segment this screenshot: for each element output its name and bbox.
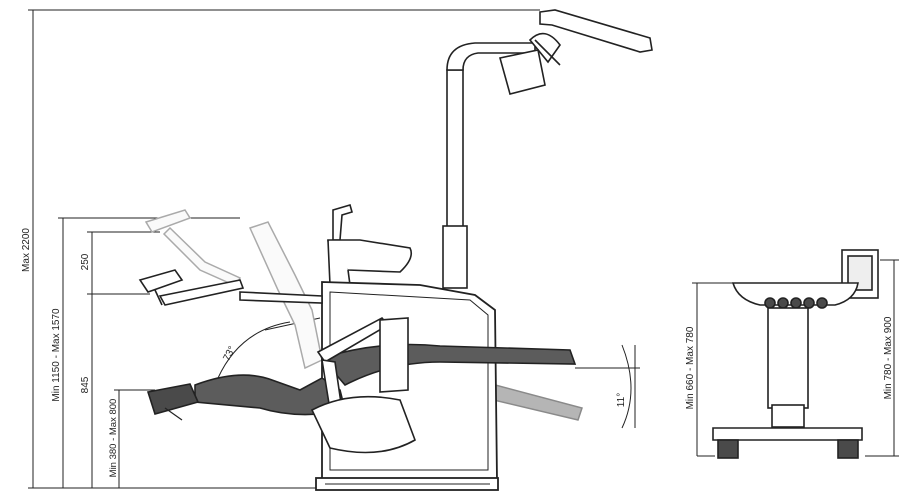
doctor-tray-arm — [138, 269, 323, 306]
patient-chair-seat — [146, 316, 577, 454]
label-seat-height: Min 380 - Max 800 — [108, 399, 119, 478]
label-bowl-height: 845 — [80, 376, 91, 393]
label-seat-tilt-angle: 11° — [616, 393, 627, 407]
cuspidor — [327, 204, 413, 286]
dimension-lines — [28, 9, 899, 489]
mobile-cart — [712, 249, 879, 459]
label-max-height: Max 2200 — [21, 228, 32, 272]
label-cart-height: Min 660 - Max 780 — [685, 326, 696, 409]
label-side-panel-height: Min 1150 - Max 1570 — [51, 308, 62, 402]
label-headrest-travel: 250 — [80, 253, 91, 270]
operating-light — [442, 9, 653, 289]
label-backrest-angle: 73° — [221, 345, 238, 364]
label-cart-monitor-height: Min 780 - Max 900 — [883, 316, 894, 399]
